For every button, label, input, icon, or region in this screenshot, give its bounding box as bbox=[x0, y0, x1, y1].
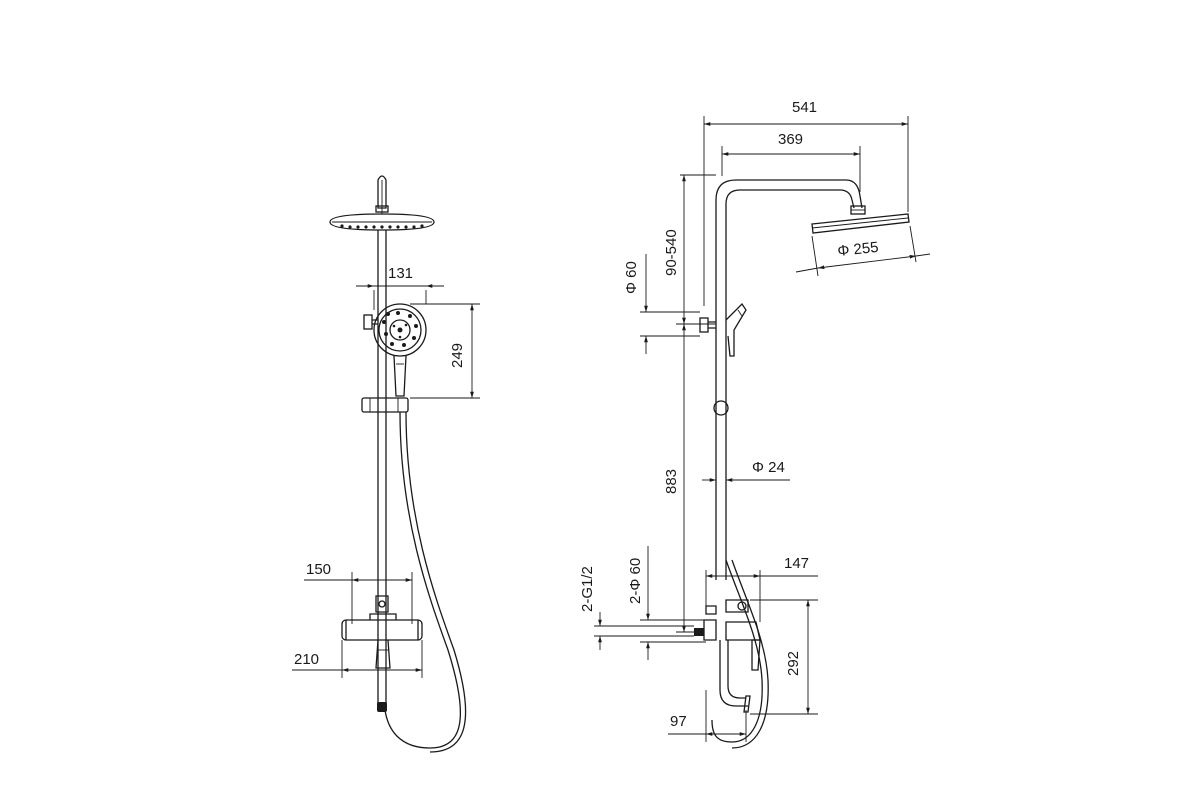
dim-mixer-centers: 150 bbox=[304, 561, 413, 624]
side-view: 541 369 Φ 255 90-540 883 bbox=[579, 99, 931, 749]
front-view: 131 249 150 210 bbox=[292, 175, 480, 753]
label-97: 97 bbox=[670, 713, 687, 730]
dim-head-diameter: Φ 255 bbox=[795, 225, 931, 277]
side-handshower-bracket bbox=[699, 302, 747, 416]
label-90-540: 90-540 bbox=[663, 229, 680, 276]
label-131: 131 bbox=[388, 265, 413, 282]
dim-flange-diameter: Φ 60 bbox=[623, 254, 700, 354]
label-369: 369 bbox=[778, 131, 803, 148]
dim-mixer-projection: 147 bbox=[705, 555, 818, 622]
side-mixer-valve bbox=[694, 559, 769, 749]
slide-holder bbox=[361, 397, 409, 413]
dim-spout-offset: 97 bbox=[668, 690, 747, 742]
dim-spout-height: 292 bbox=[750, 599, 818, 715]
label-phi-60: Φ 60 bbox=[623, 261, 640, 294]
dim-mixer-width: 210 bbox=[292, 640, 423, 678]
hand-shower bbox=[373, 303, 427, 397]
label-249: 249 bbox=[449, 343, 466, 368]
label-2-phi-60: 2-Φ 60 bbox=[627, 558, 644, 604]
label-147: 147 bbox=[784, 555, 809, 572]
mixer-valve bbox=[341, 613, 423, 669]
dim-handshower-height: 249 bbox=[410, 303, 480, 399]
dim-riser-height: 883 bbox=[663, 324, 700, 633]
label-883: 883 bbox=[663, 469, 680, 494]
dim-total-projection: 541 bbox=[703, 99, 909, 306]
dim-handshower-width: 131 bbox=[356, 265, 444, 310]
label-210: 210 bbox=[294, 651, 319, 668]
label-150: 150 bbox=[306, 561, 331, 578]
dim-height-adjust: 90-540 bbox=[663, 174, 716, 325]
side-riser-and-arm bbox=[700, 174, 866, 580]
shower-hose bbox=[384, 411, 467, 753]
dim-pipe-diameter: Φ 24 bbox=[702, 459, 790, 482]
riser-pipe bbox=[377, 230, 387, 712]
label-phi-255: Φ 255 bbox=[837, 239, 880, 260]
label-2-g1-2: 2-G1/2 bbox=[579, 566, 596, 612]
diverter-knob bbox=[375, 595, 389, 613]
dim-escutcheon-diameter: 2-Φ 60 bbox=[627, 546, 706, 660]
dim-arm-projection: 369 bbox=[721, 131, 861, 192]
overhead-shower-head bbox=[329, 175, 435, 231]
label-541: 541 bbox=[792, 99, 817, 116]
side-shower-head bbox=[811, 213, 910, 234]
label-292: 292 bbox=[785, 651, 802, 676]
dim-connection-thread: 2-G1/2 bbox=[579, 566, 694, 650]
label-phi-24: Φ 24 bbox=[752, 459, 785, 476]
